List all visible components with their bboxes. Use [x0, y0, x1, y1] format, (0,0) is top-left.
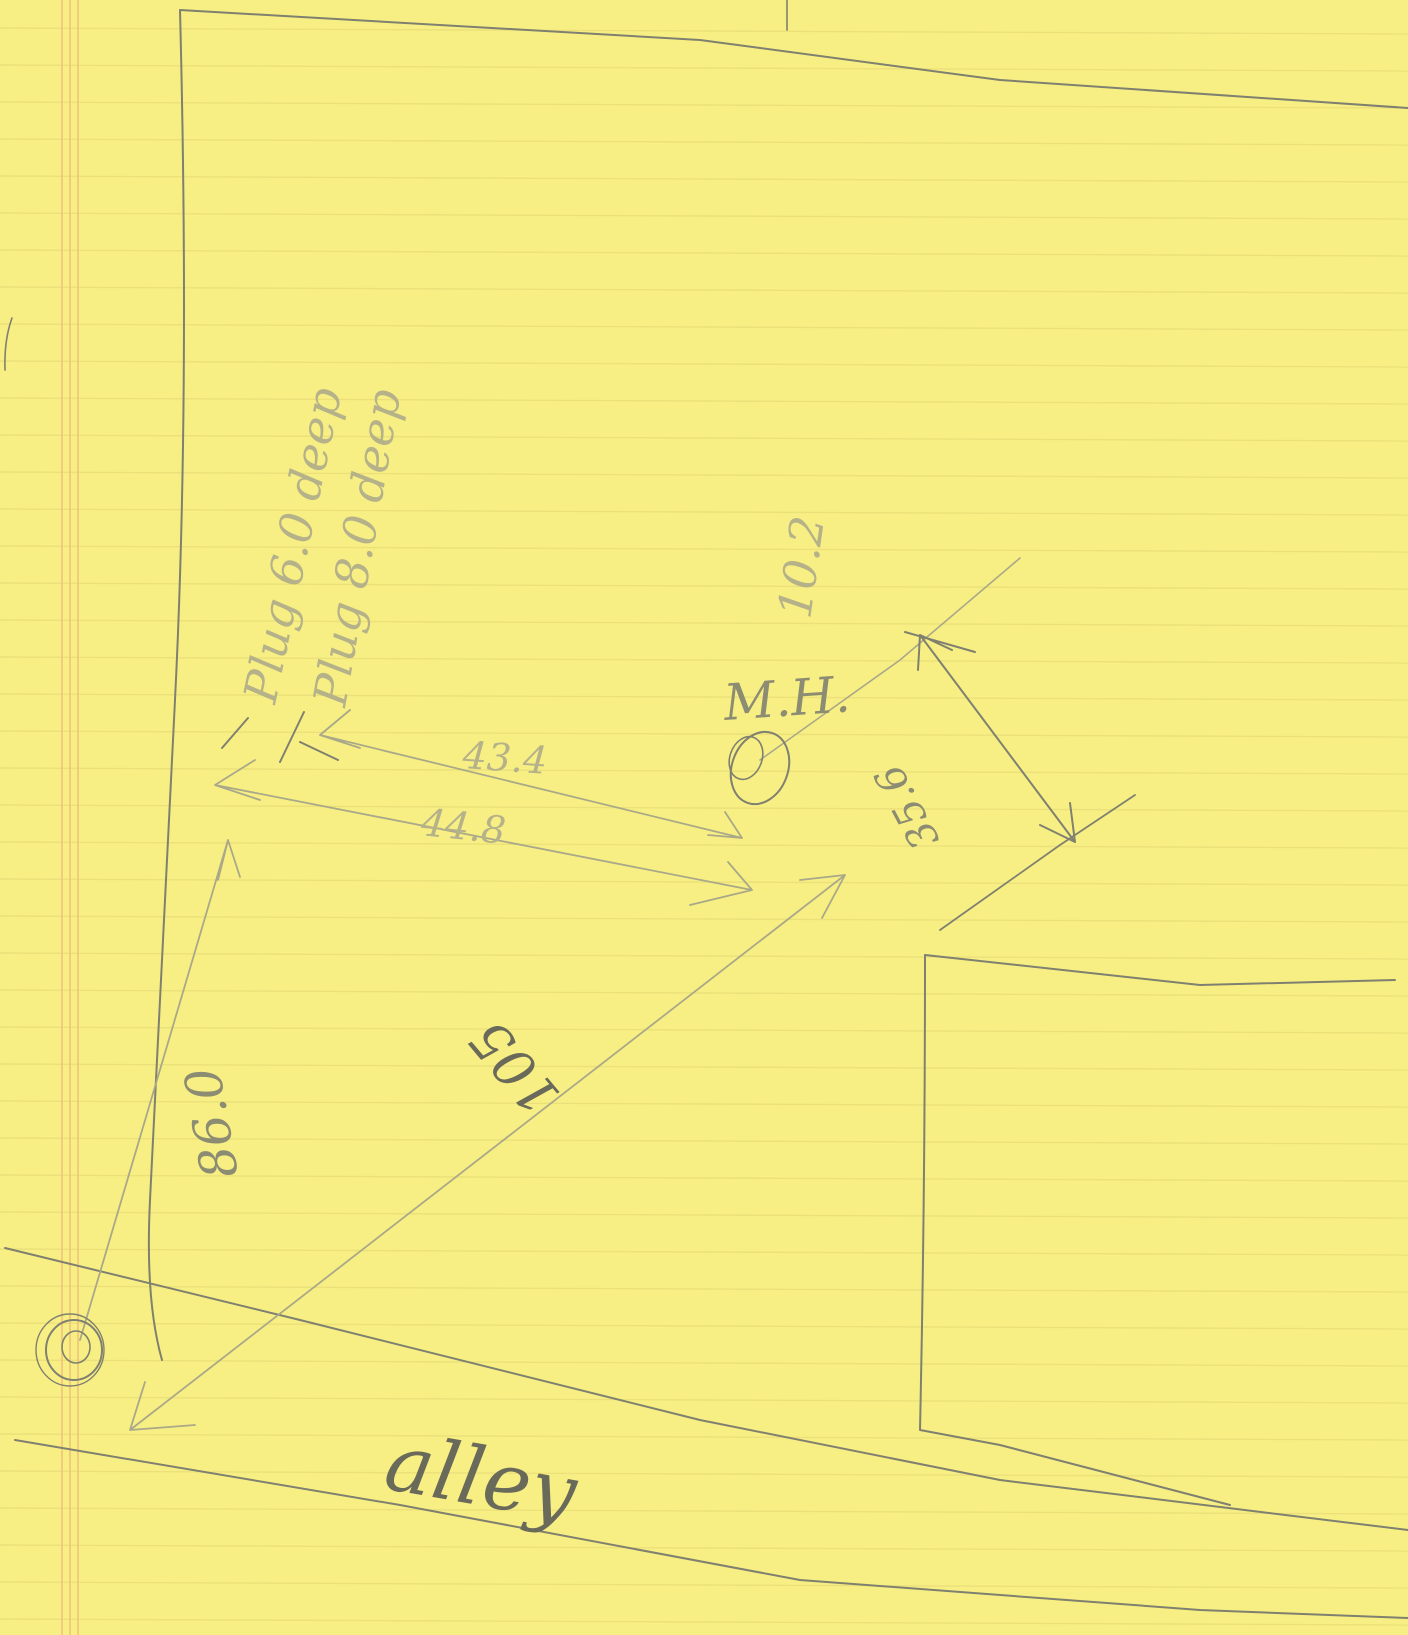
label-dist-44-8: 44.8	[418, 800, 508, 853]
rule-line	[0, 1100, 1408, 1108]
rule-line	[0, 434, 1408, 442]
rule-line	[0, 730, 1408, 738]
rule-line	[0, 1433, 1408, 1441]
label-dist-105: 105	[457, 1008, 572, 1127]
arrow-44-8	[214, 759, 753, 906]
rule-line	[0, 841, 1408, 849]
rule-line	[0, 619, 1408, 627]
rule-line	[0, 1470, 1408, 1478]
building-corner-line-2	[939, 794, 1136, 931]
left-edge-mark	[4, 317, 13, 371]
rule-line	[0, 1544, 1408, 1552]
lot-boundary	[147, 9, 1408, 1361]
rule-line	[0, 286, 1408, 294]
rule-line	[0, 360, 1408, 368]
arrow-35-6	[904, 631, 1076, 843]
margin-lines	[61, 0, 79, 1635]
rule-line	[0, 1396, 1408, 1404]
rule-line	[0, 656, 1408, 664]
rule-line	[0, 1063, 1408, 1071]
rule-line	[0, 878, 1408, 886]
rule-line	[0, 1248, 1408, 1256]
rule-line	[0, 1618, 1408, 1626]
rule-line	[0, 989, 1408, 997]
label-depth-mh: 10.2	[767, 513, 835, 622]
rule-line	[0, 1581, 1408, 1589]
rule-line	[0, 397, 1408, 405]
rule-line	[0, 508, 1408, 516]
rule-line	[0, 1322, 1408, 1330]
rule-line	[0, 212, 1408, 220]
rule-line	[0, 915, 1408, 923]
rule-line	[0, 64, 1408, 72]
ruled-lines	[0, 27, 1408, 1626]
plug-marks	[221, 711, 339, 763]
rule-line	[0, 323, 1408, 331]
rule-line	[0, 27, 1408, 35]
rule-line	[0, 767, 1408, 775]
rule-line	[0, 1211, 1408, 1219]
label-alley: alley	[379, 1415, 585, 1540]
rule-line	[0, 471, 1408, 479]
arrow-105	[129, 874, 846, 1431]
building-outline	[919, 954, 1396, 1506]
rule-line	[0, 1137, 1408, 1145]
rule-line	[0, 693, 1408, 701]
building-corner-line	[759, 557, 1021, 761]
rule-line	[0, 1359, 1408, 1367]
manhole-symbol	[728, 730, 791, 806]
survey-monument-symbol	[35, 1313, 105, 1387]
rule-line	[0, 1026, 1408, 1034]
rule-line	[0, 249, 1408, 257]
rule-line	[0, 1174, 1408, 1182]
arrow-86	[79, 839, 241, 1341]
rule-line	[0, 545, 1408, 553]
alley-line-upper	[4, 1247, 1408, 1531]
rule-line	[0, 582, 1408, 590]
rule-line	[0, 804, 1408, 812]
arrow-43-4	[319, 709, 743, 839]
rule-line	[0, 138, 1408, 146]
label-dist-86: 86.0	[173, 1063, 249, 1183]
rule-line	[0, 1285, 1408, 1293]
rule-line	[0, 175, 1408, 183]
label-dist-43-4: 43.4	[460, 733, 548, 783]
label-manhole: M.H.	[721, 665, 852, 732]
rule-line	[0, 1507, 1408, 1515]
alley-line-lower	[14, 1439, 1408, 1619]
rule-line	[0, 952, 1408, 960]
rule-line	[0, 101, 1408, 109]
